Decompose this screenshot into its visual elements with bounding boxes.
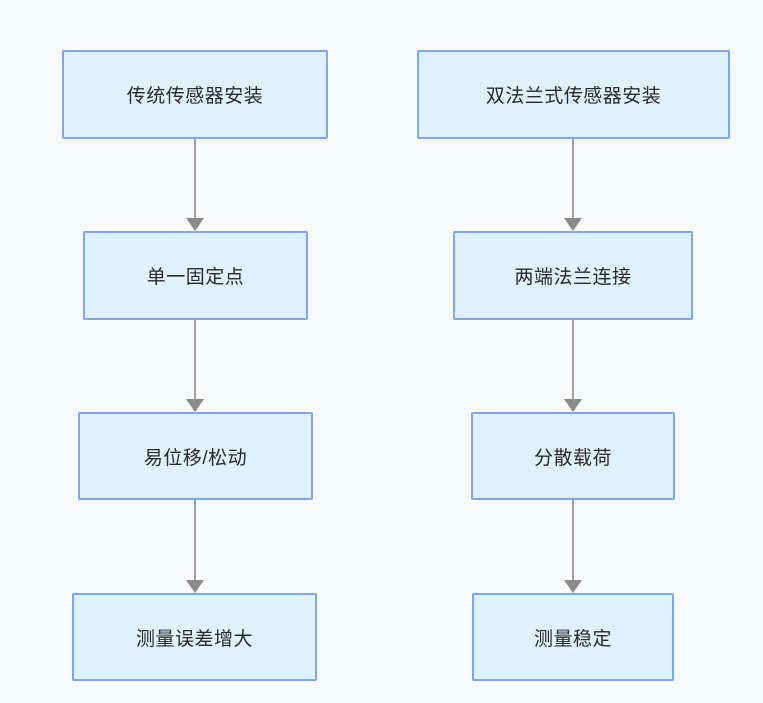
node-label: 易位移/松动 xyxy=(143,447,248,469)
node-label: 测量稳定 xyxy=(533,628,612,650)
arrow-line xyxy=(572,500,574,580)
arrow-head-icon xyxy=(564,580,582,593)
arrow-head-icon xyxy=(186,399,204,412)
arrow-head-icon xyxy=(564,218,582,231)
node-traditional-sensor-install: 传统传感器安装 xyxy=(62,50,328,139)
arrow-line xyxy=(572,139,574,218)
node-stable-measurement: 测量稳定 xyxy=(472,593,674,681)
node-measurement-error-increase: 测量误差增大 xyxy=(72,593,317,681)
node-double-flange-sensor-install: 双法兰式传感器安装 xyxy=(417,50,730,139)
arrow-line xyxy=(194,139,196,218)
arrow-line xyxy=(194,320,196,399)
node-distributed-load: 分散载荷 xyxy=(471,412,675,500)
node-both-ends-flange-connection: 两端法兰连接 xyxy=(453,231,693,320)
node-single-fixed-point: 单一固定点 xyxy=(83,231,308,320)
node-label: 双法兰式传感器安装 xyxy=(485,86,662,107)
node-label: 两端法兰连接 xyxy=(514,267,632,288)
arrow-head-icon xyxy=(564,399,582,412)
arrow-head-icon xyxy=(186,218,204,231)
arrow-line xyxy=(194,500,196,580)
node-label: 测量误差增大 xyxy=(135,628,253,650)
node-label: 单一固定点 xyxy=(146,267,245,288)
node-label: 传统传感器安装 xyxy=(126,86,264,107)
node-easy-displacement-loosening: 易位移/松动 xyxy=(78,412,313,500)
arrow-head-icon xyxy=(186,580,204,593)
arrow-line xyxy=(572,320,574,399)
node-label: 分散载荷 xyxy=(533,447,612,469)
